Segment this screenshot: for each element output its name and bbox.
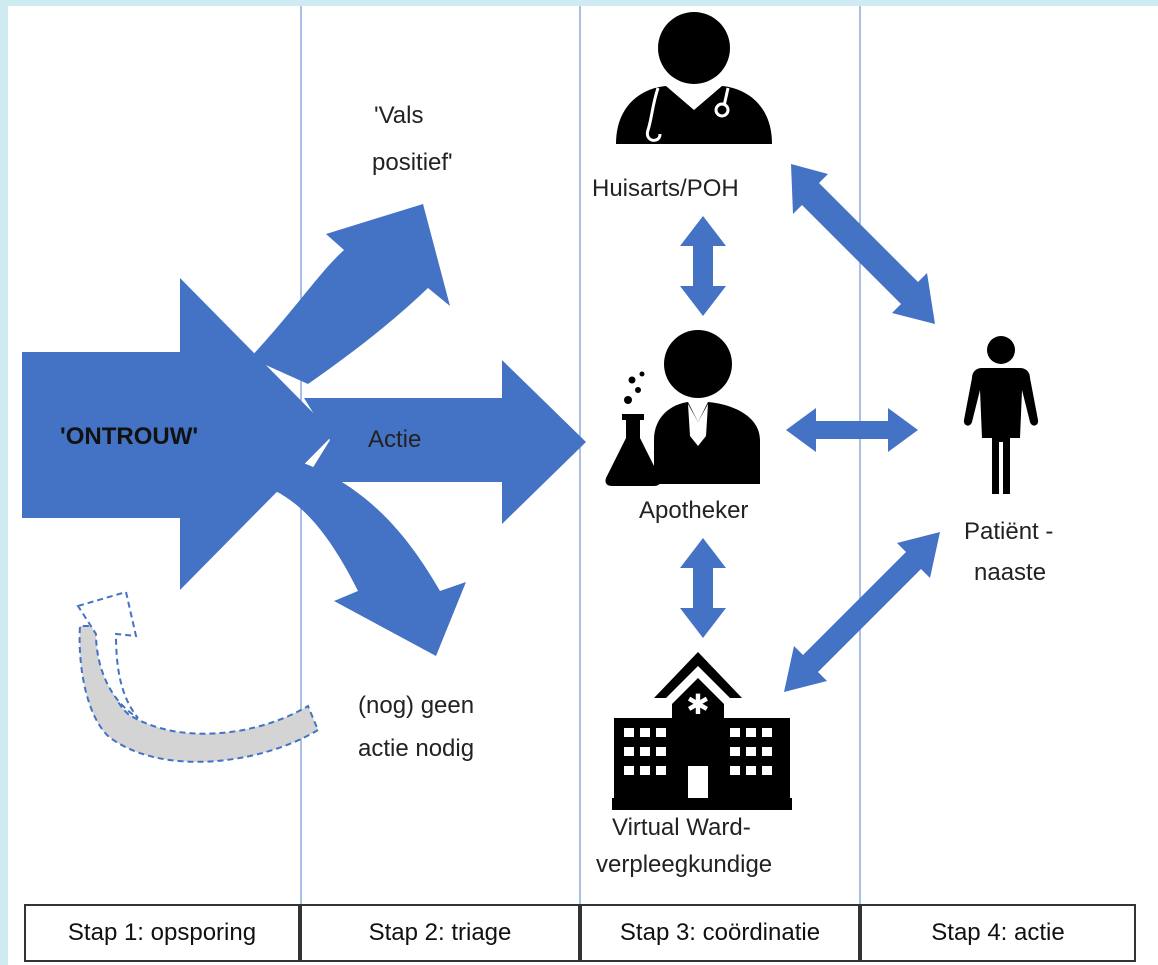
- arrow-huisarts-apotheker: [680, 216, 726, 316]
- arrow-ontrouw: [22, 278, 334, 590]
- label-vals-positief-2: positief': [372, 149, 453, 176]
- label-actie: Actie: [368, 426, 422, 453]
- step-box-3: Stap 3: coördinatie: [580, 904, 860, 962]
- label-huisarts: Huisarts/POH: [592, 175, 739, 202]
- arrow-apotheker-patient: [786, 408, 918, 452]
- step-box-2: Stap 2: triage: [300, 904, 580, 962]
- hospital-icon: ✱: [612, 652, 792, 810]
- label-virtual-ward-1: Virtual Ward-: [612, 814, 751, 841]
- arrow-geen-actie: [258, 461, 466, 656]
- step-label-4: Stap 4: actie: [931, 919, 1065, 946]
- label-ontrouw: 'ONTROUW': [60, 423, 199, 450]
- label-vals-positief-1: 'Vals: [374, 102, 424, 129]
- svg-text:✱: ✱: [686, 688, 709, 721]
- feedback-arrow: [78, 625, 320, 763]
- label-patient-1: Patiënt -: [964, 518, 1054, 545]
- arrow-ward-patient: [784, 532, 940, 692]
- diagram-canvas: ✱ 'ONTROUW' 'Vals positief' Actie (nog) …: [8, 6, 1158, 965]
- arrow-apotheker-ward: [680, 538, 726, 638]
- label-apotheker: Apotheker: [639, 497, 749, 524]
- step-box-1: Stap 1: opsporing: [24, 904, 300, 962]
- step-label-3: Stap 3: coördinatie: [619, 919, 821, 946]
- label-geen-actie-1: (nog) geen: [358, 692, 475, 719]
- step-label-2: Stap 2: triage: [368, 919, 512, 946]
- arrow-actie: [304, 360, 586, 524]
- label-geen-actie-2: actie nodig: [358, 735, 475, 762]
- flow-diagram: ✱: [22, 6, 1039, 904]
- step-label-1: Stap 1: opsporing: [67, 919, 257, 946]
- label-patient-2: naaste: [974, 559, 1047, 586]
- label-virtual-ward-2: verpleegkundige: [596, 851, 773, 878]
- patient-icon: [963, 336, 1039, 494]
- step-box-4: Stap 4: actie: [860, 904, 1136, 962]
- arrow-huisarts-patient: [791, 164, 935, 324]
- feedback-arrow-head: [76, 590, 139, 719]
- doctor-icon: [616, 12, 772, 144]
- arrow-vals-positief: [250, 204, 450, 384]
- pharmacist-icon: [605, 330, 760, 486]
